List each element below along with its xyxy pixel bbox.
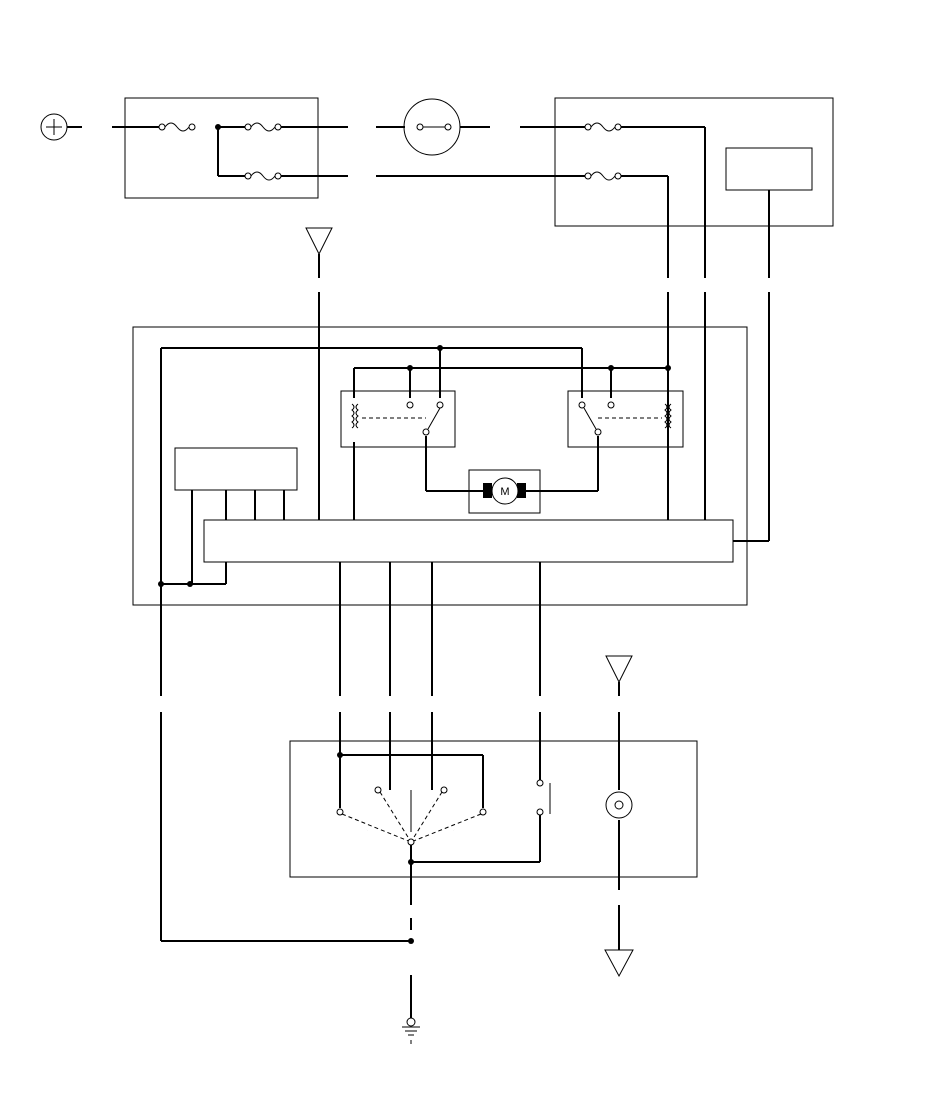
wiper-control-module bbox=[132, 326, 748, 606]
indicator-bulb-icon bbox=[605, 791, 633, 819]
fuse-symbol bbox=[244, 171, 282, 181]
connector-triangle-icon bbox=[605, 655, 633, 696]
ground-icon bbox=[402, 918, 420, 1044]
control-unit-box bbox=[725, 147, 813, 191]
washer-switch bbox=[536, 779, 551, 816]
connector-triangle-icon bbox=[305, 227, 333, 278]
fuse-symbol bbox=[244, 122, 282, 132]
connector-triangle-icon bbox=[604, 905, 634, 978]
harness-wires-lower bbox=[160, 712, 620, 944]
relay-left bbox=[340, 390, 456, 448]
fuse-box-wiring bbox=[112, 124, 348, 177]
wiper-switch-assembly bbox=[289, 740, 698, 878]
control-circuit-box bbox=[174, 447, 298, 491]
relay-right bbox=[567, 390, 684, 448]
fuse-symbol bbox=[158, 122, 196, 132]
fuse-symbol bbox=[584, 171, 622, 181]
module-wiring bbox=[158, 345, 671, 696]
ignition-switch bbox=[376, 98, 490, 156]
underhood-fuse-box bbox=[124, 97, 319, 199]
fuse-symbol bbox=[584, 122, 622, 132]
motor-icon bbox=[468, 469, 541, 514]
battery-positive-terminal bbox=[40, 113, 82, 141]
connector-block bbox=[203, 519, 734, 563]
under-dash-fuse-box bbox=[554, 97, 834, 227]
motor-label: M bbox=[500, 486, 509, 498]
fuse-box-wiring bbox=[520, 126, 770, 278]
wiper-switch bbox=[336, 752, 541, 905]
harness-wires bbox=[318, 292, 770, 542]
